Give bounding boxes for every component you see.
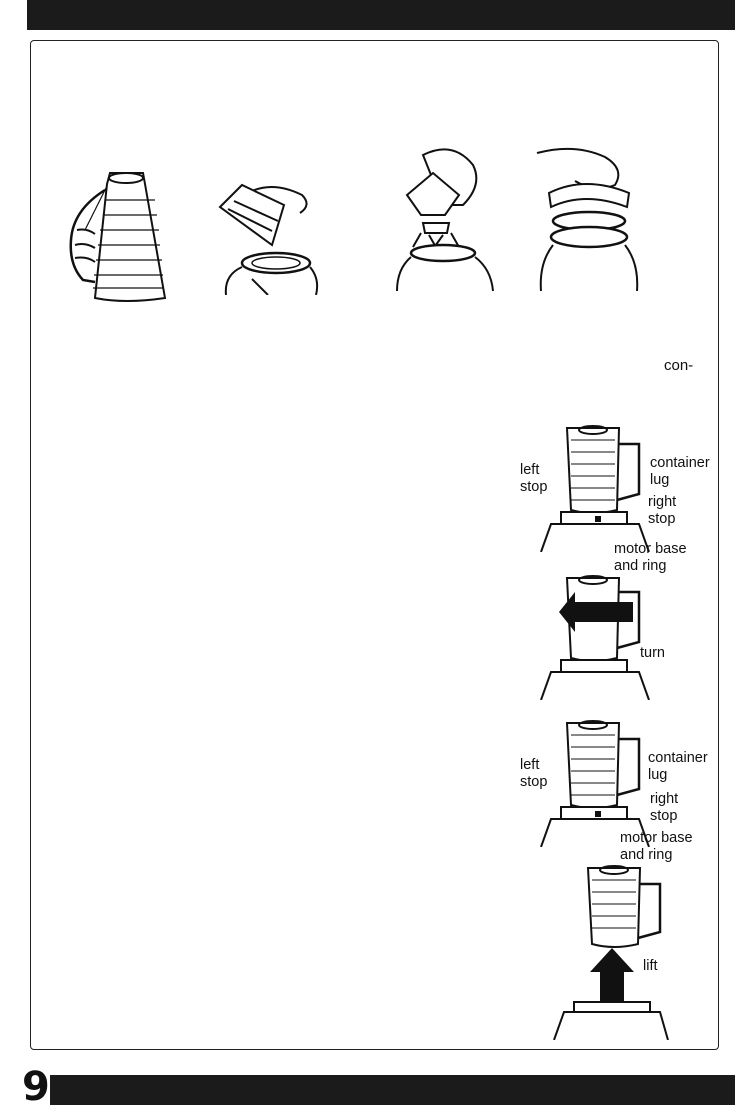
left-stop-label-2: left stop bbox=[520, 757, 548, 790]
turn-label: turn bbox=[640, 645, 665, 661]
top-header-bar bbox=[27, 0, 735, 30]
threaded-bottom-illustration bbox=[536, 147, 639, 292]
sealing-ring-illustration bbox=[218, 183, 319, 295]
motor-base-label: motor base and ring bbox=[614, 541, 687, 574]
container-lug-label: container lug bbox=[650, 455, 710, 488]
blender-on-base-remove-illustration bbox=[540, 720, 650, 847]
page-border bbox=[30, 40, 719, 1050]
blender-on-base-attach-illustration bbox=[540, 425, 650, 552]
hyphenated-text-fragment: con- bbox=[664, 357, 694, 374]
right-stop-label: right stop bbox=[648, 494, 677, 527]
bottom-footer-bar bbox=[50, 1075, 735, 1105]
container-upside-down-illustration bbox=[69, 172, 167, 302]
blade-assembly-illustration bbox=[396, 148, 494, 292]
lift-label: lift bbox=[643, 958, 658, 974]
motor-base-label-2: motor base and ring bbox=[620, 830, 693, 863]
left-stop-label: left stop bbox=[520, 462, 548, 495]
blender-lift-illustration bbox=[553, 865, 669, 1040]
page-number: 9 bbox=[22, 1064, 50, 1110]
container-lug-label-2: container lug bbox=[648, 750, 708, 783]
blender-turn-illustration bbox=[540, 575, 650, 700]
right-stop-label-2: right stop bbox=[650, 791, 679, 824]
